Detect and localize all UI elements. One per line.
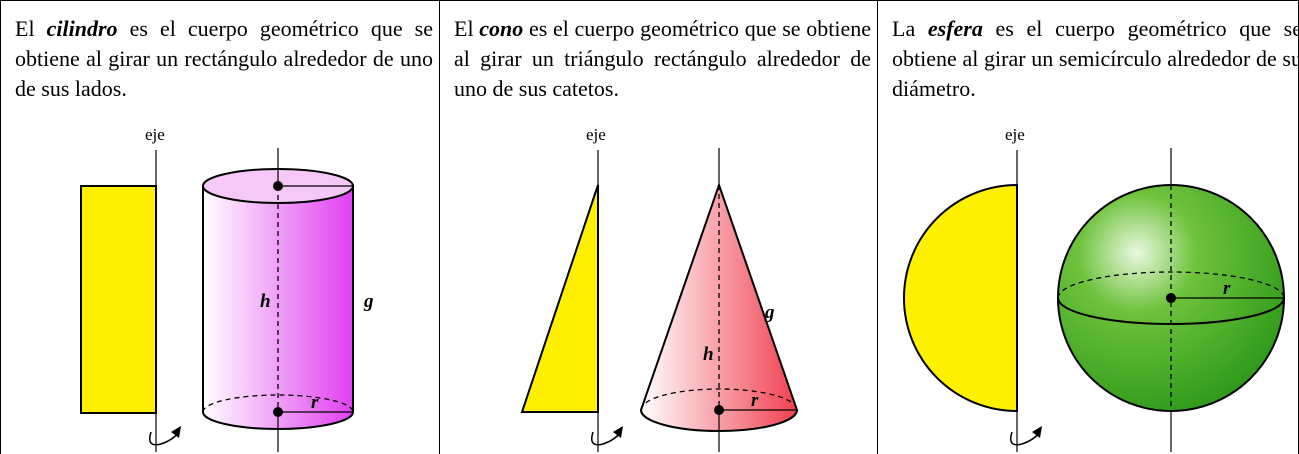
height-label: h — [260, 291, 271, 312]
table-border-left — [0, 0, 1, 454]
radius-label: r — [311, 392, 319, 413]
cylinder-cell: El cilindro es el cuerpo geométrico que … — [1, 0, 439, 454]
cone-base-center — [714, 405, 724, 415]
sphere-definition: La esfera es el cuerpo geométrico que se… — [892, 16, 1298, 101]
sphere-cell: La esfera es el cuerpo geométrico que se… — [878, 0, 1298, 454]
sphere-diagram: eje r — [903, 125, 1285, 452]
sphere-equator-hidden — [1057, 271, 1285, 299]
generatrix-label: g — [363, 291, 374, 312]
axis-label: eje — [1005, 125, 1025, 144]
rotating-triangle — [520, 184, 599, 413]
radius-label: r — [751, 390, 759, 411]
cone-definition: El cono es el cuerpo geométrico que se o… — [454, 16, 871, 101]
table-border-top — [0, 0, 1299, 1]
height-label: h — [703, 344, 714, 365]
radius-label: r — [1223, 278, 1231, 299]
cylinder-bottom-center — [273, 407, 283, 417]
rotation-arrow — [149, 431, 180, 446]
sphere-center — [1166, 293, 1176, 303]
cone-diagram: eje h g r — [520, 125, 799, 452]
cylinder-definition: El cilindro es el cuerpo geométrico que … — [15, 16, 433, 101]
cone-term: cono — [479, 16, 524, 41]
cylinder-term: cilindro — [46, 16, 118, 41]
cylinder-bottom-hidden-edge — [202, 394, 354, 413]
rotation-arrow — [1010, 431, 1041, 446]
rotation-arrow-head — [1032, 426, 1042, 438]
cone-cell: El cono es el cuerpo geométrico que se o… — [440, 0, 877, 454]
rotating-rectangle — [80, 185, 157, 414]
table-divider-2 — [877, 0, 878, 454]
sphere-term: esfera — [927, 16, 983, 41]
cylinder-diagram: eje h g r — [80, 125, 374, 452]
generatrix-label: g — [764, 302, 775, 323]
cone-base-hidden-edge — [640, 388, 798, 411]
axis-label: eje — [145, 125, 165, 144]
rotation-arrow — [591, 431, 622, 446]
axis-label: eje — [586, 125, 606, 144]
rotation-arrow-head — [613, 426, 623, 438]
rotating-semicircle — [903, 183, 1018, 413]
rotation-arrow-head — [171, 426, 181, 438]
cylinder-top-center — [273, 181, 283, 191]
table-divider-1 — [439, 0, 440, 454]
